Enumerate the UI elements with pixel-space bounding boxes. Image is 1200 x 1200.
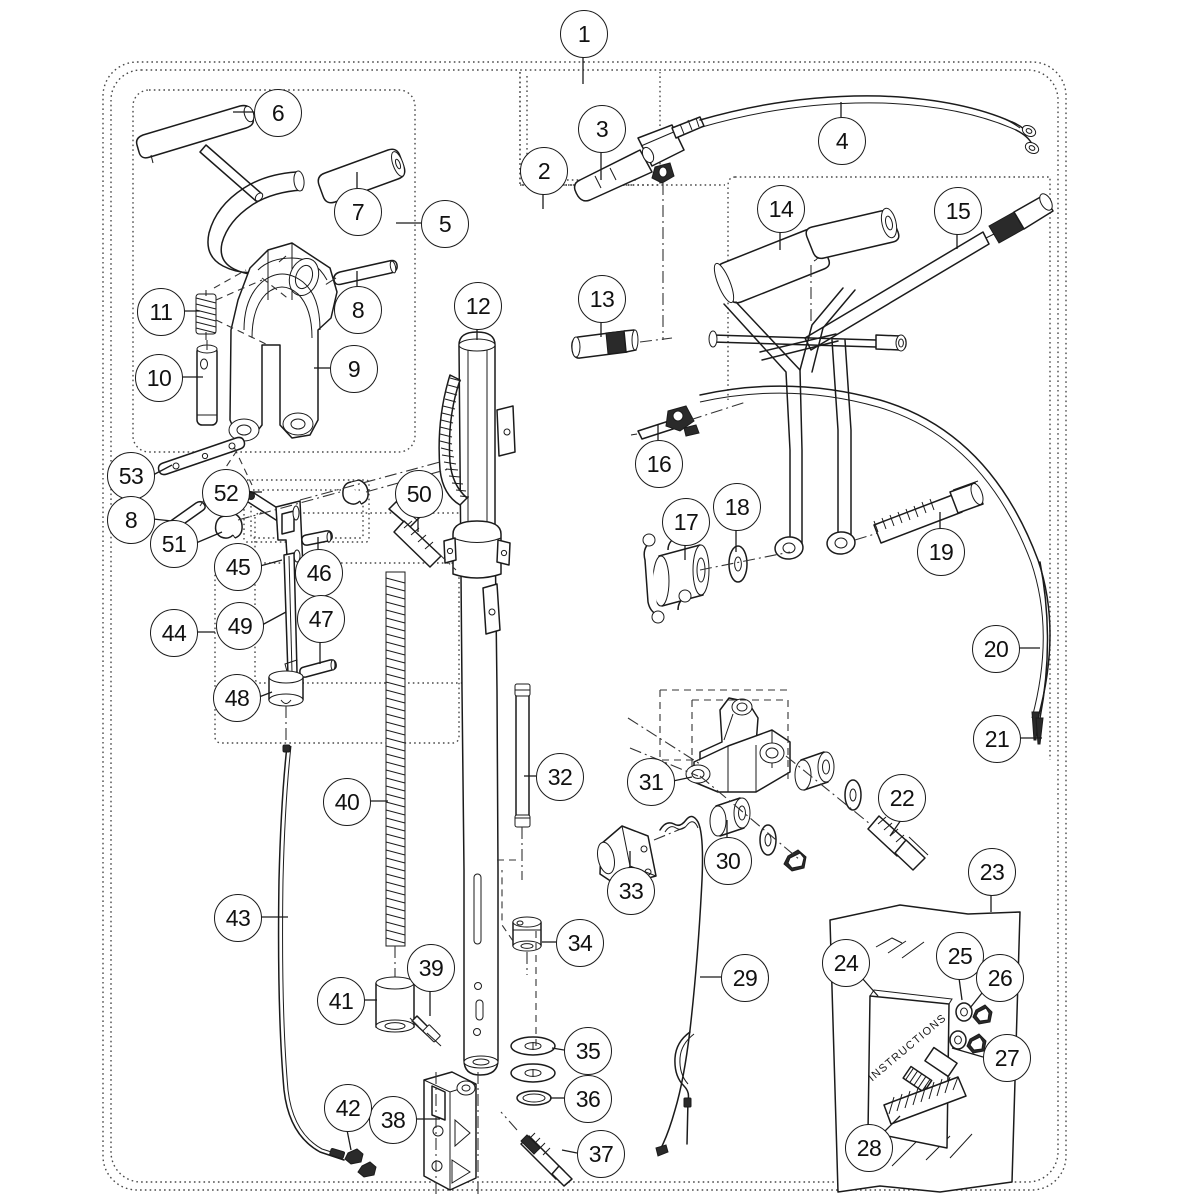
part-3-geometry — [573, 116, 705, 202]
part-34-geometry — [512, 916, 542, 952]
callout-36[interactable]: 36 — [564, 1075, 612, 1123]
callout-43[interactable]: 43 — [214, 894, 262, 942]
callout-46[interactable]: 46 — [295, 549, 343, 597]
part-20-cable — [1039, 561, 1049, 719]
part-6-geometry — [135, 104, 255, 164]
callout-14[interactable]: 14 — [757, 185, 805, 233]
callout-8[interactable]: 8 — [107, 496, 155, 544]
part-22-geometry — [867, 815, 929, 871]
callout-32[interactable]: 32 — [536, 753, 584, 801]
callout-5[interactable]: 5 — [421, 200, 469, 248]
callout-42[interactable]: 42 — [324, 1084, 372, 1132]
callout-50[interactable]: 50 — [395, 470, 443, 518]
callout-10[interactable]: 10 — [135, 354, 183, 402]
callout-3[interactable]: 3 — [578, 105, 626, 153]
callout-38[interactable]: 38 — [369, 1096, 417, 1144]
part-37-geometry — [520, 1132, 573, 1187]
part-43-geometry — [277, 744, 345, 1161]
callout-49[interactable]: 49 — [216, 602, 264, 650]
callout-41[interactable]: 41 — [317, 977, 365, 1025]
callout-16[interactable]: 16 — [635, 440, 683, 488]
callout-8[interactable]: 8 — [334, 286, 382, 334]
part-30-geometry — [709, 797, 751, 837]
part-38-geometry — [423, 1071, 477, 1191]
callout-44[interactable]: 44 — [150, 609, 198, 657]
part-39-geometry — [411, 1015, 442, 1047]
callout-23[interactable]: 23 — [968, 848, 1016, 896]
callout-17[interactable]: 17 — [662, 498, 710, 546]
callout-12[interactable]: 12 — [454, 282, 502, 330]
callout-27[interactable]: 27 — [983, 1034, 1031, 1082]
part-36-geometry — [516, 1090, 552, 1106]
part-19-geometry — [873, 480, 984, 544]
callout-29[interactable]: 29 — [721, 954, 769, 1002]
part-11-geometry — [195, 290, 217, 340]
part-30b-geometry — [794, 751, 835, 791]
part-12-geometry — [438, 331, 516, 1076]
frame-geometry — [699, 287, 1051, 741]
callout-45[interactable]: 45 — [214, 543, 262, 591]
part-9-geometry — [228, 242, 338, 442]
part-53-geometry — [157, 436, 246, 476]
callout-7[interactable]: 7 — [334, 188, 382, 236]
group-23-bag — [829, 904, 1021, 1193]
callout-22[interactable]: 22 — [878, 774, 926, 822]
part-18b-geometry — [759, 824, 777, 856]
part-14-geometry — [713, 207, 900, 304]
part-31-geometry — [685, 697, 791, 793]
callout-13[interactable]: 13 — [578, 275, 626, 323]
callout-33[interactable]: 33 — [607, 867, 655, 915]
callout-9[interactable]: 9 — [330, 345, 378, 393]
callout-30[interactable]: 30 — [704, 837, 752, 885]
part-32-geometry — [514, 683, 531, 828]
part-46-geometry — [301, 530, 333, 546]
part-48-geometry — [268, 670, 304, 707]
callout-15[interactable]: 15 — [934, 187, 982, 235]
part-41-geometry — [375, 976, 415, 1033]
part-4-geometry — [699, 95, 1040, 155]
part-8-geometry — [333, 259, 398, 286]
part-42-geometry — [344, 1148, 377, 1178]
callout-26[interactable]: 26 — [976, 954, 1024, 1002]
callout-35[interactable]: 35 — [564, 1027, 612, 1075]
part-18-geometry — [728, 545, 748, 583]
callout-24[interactable]: 24 — [822, 939, 870, 987]
clip-geometry — [342, 479, 369, 505]
callout-47[interactable]: 47 — [297, 595, 345, 643]
callout-11[interactable]: 11 — [137, 288, 185, 336]
callout-4[interactable]: 4 — [818, 117, 866, 165]
part-10-geometry — [196, 344, 218, 426]
part-15-geometry — [804, 193, 1054, 351]
callout-28[interactable]: 28 — [845, 1124, 893, 1172]
part-26-geometry — [783, 849, 807, 872]
part-35-geometry — [510, 1036, 556, 1083]
callout-18[interactable]: 18 — [713, 483, 761, 531]
callout-34[interactable]: 34 — [556, 919, 604, 967]
callout-31[interactable]: 31 — [627, 758, 675, 806]
callout-1[interactable]: 1 — [560, 10, 608, 58]
callout-40[interactable]: 40 — [323, 778, 371, 826]
callout-6[interactable]: 6 — [254, 89, 302, 137]
part-47-geometry — [299, 659, 337, 678]
part-7-geometry — [317, 148, 406, 204]
callout-52[interactable]: 52 — [202, 469, 250, 517]
callout-51[interactable]: 51 — [150, 520, 198, 568]
part-28-spring — [883, 1076, 967, 1125]
callout-2[interactable]: 2 — [520, 147, 568, 195]
callout-21[interactable]: 21 — [973, 715, 1021, 763]
callout-48[interactable]: 48 — [213, 674, 261, 722]
callout-19[interactable]: 19 — [917, 528, 965, 576]
callout-39[interactable]: 39 — [407, 944, 455, 992]
callout-20[interactable]: 20 — [972, 625, 1020, 673]
part-13-geometry — [571, 329, 639, 359]
part-5-geometry — [207, 170, 305, 276]
part-16-geometry — [630, 405, 700, 440]
leader-lines — [152, 56, 1042, 1154]
callout-37[interactable]: 37 — [577, 1130, 625, 1178]
callout-53[interactable]: 53 — [107, 452, 155, 500]
part-45-geometry — [275, 500, 304, 574]
part-29-geometry — [655, 815, 704, 1157]
part-40-geometry — [385, 571, 406, 947]
